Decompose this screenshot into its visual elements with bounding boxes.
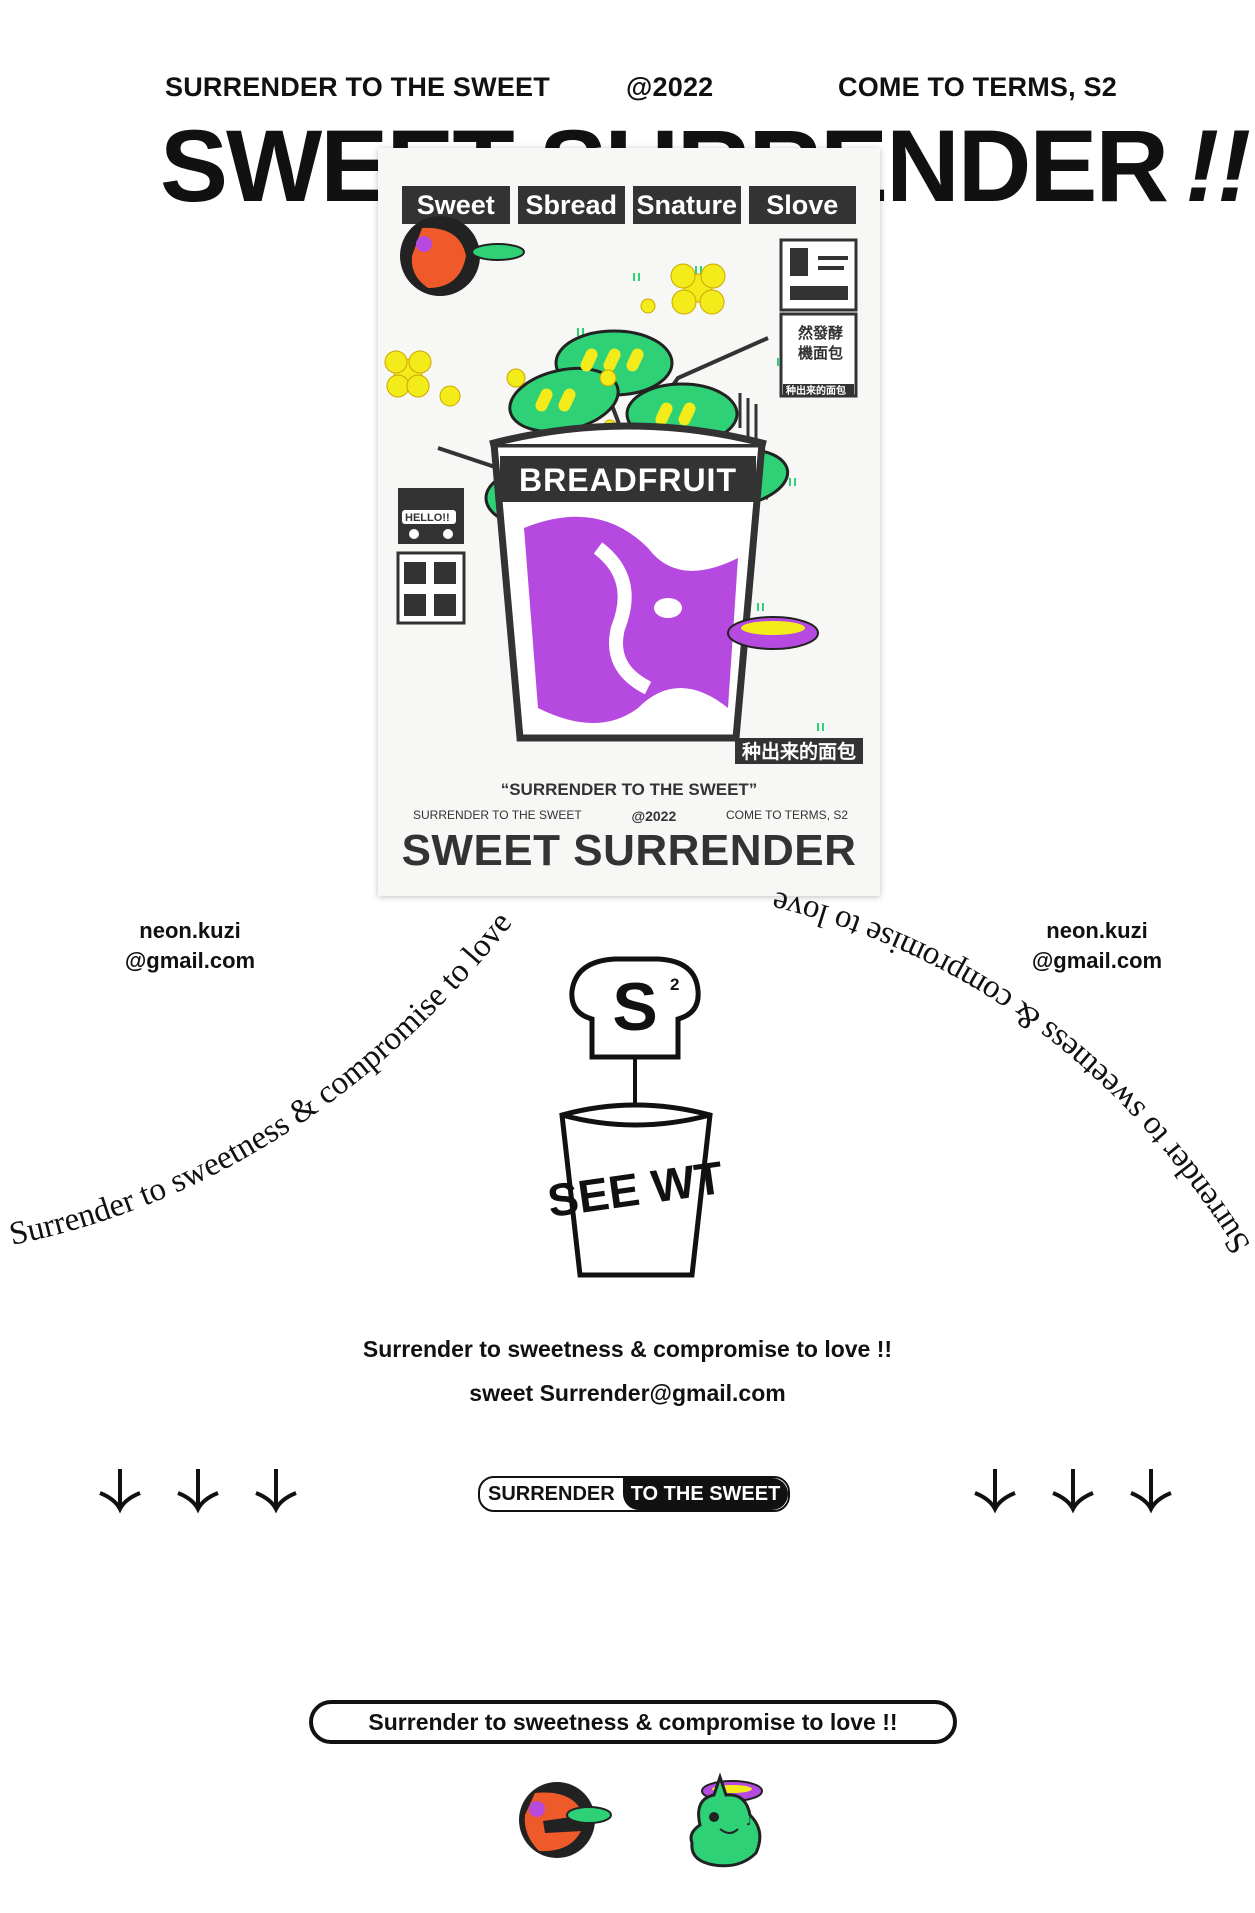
pill-right-text: TO THE SWEET <box>622 1478 789 1510</box>
bottom-tagline-pill: Surrender to sweetness & compromise to l… <box>309 1700 957 1744</box>
down-arrow-icon <box>99 1469 141 1514</box>
poster-illustration: BREADFRUIT 然發酵 機面包 种出来的面包 HELLO!! <box>384 216 863 764</box>
title-exclamation: !! <box>1185 109 1251 223</box>
logo-superscript: 2 <box>670 975 679 994</box>
hello-label: HELLO!! <box>405 512 450 524</box>
logo-letter: S <box>612 969 657 1045</box>
down-arrow-icon <box>255 1469 297 1514</box>
poster-footer-year: @2022 <box>631 808 677 824</box>
header-left-text: SURRENDER TO THE SWEET <box>165 72 550 102</box>
arc-text-left-path: Surrender to sweetness & compromise to l… <box>6 905 519 1253</box>
chinese-label-bg <box>735 738 863 764</box>
header-year: @2022 <box>626 72 714 102</box>
email-right-domain: @gmail.com <box>1031 948 1163 973</box>
surrender-pill: SURRENDER TO THE SWEET <box>478 1476 791 1512</box>
arc-text-left: Surrender to sweetness & compromise to l… <box>6 905 519 1253</box>
poster-footer-right: COME TO TERMS, S2 <box>725 808 848 822</box>
pot-label: BREADFRUIT <box>519 462 737 498</box>
monster-illustration <box>400 216 525 296</box>
poster-tab: Slove <box>748 186 856 224</box>
svg-text:♪: ♪ <box>746 1814 754 1828</box>
contact-email: sweet Surrender@gmail.com <box>469 1380 786 1406</box>
arc-text-layer: Surrender to sweetness & compromise to l… <box>6 884 1255 1260</box>
email-right-user: neon.kuzi <box>1046 918 1148 943</box>
info-card-top <box>779 238 858 312</box>
bread-logo-icon: S 2 SEE WT <box>544 956 726 1278</box>
info-card-chinese <box>779 312 858 398</box>
chinese-card-caption: 种出来的面包 <box>785 384 846 397</box>
poster-tab: Sbread <box>517 186 625 224</box>
poster: Sweet Sbread Snature Slove <box>378 148 880 896</box>
arc-text-right: Surrender to sweetness & compromise to l… <box>768 884 1255 1260</box>
info-card-hello <box>398 488 464 544</box>
fallen-bread <box>727 616 819 650</box>
arrow-group-left <box>99 1469 297 1514</box>
email-right: neon.kuzi @gmail.com <box>1012 916 1182 976</box>
arrow-group-right <box>974 1469 1172 1514</box>
poster-footer-title: SWEET SURRENDER <box>401 826 857 875</box>
poster-footer-left: SURRENDER TO THE SWEET <box>413 808 582 822</box>
header-right-text: COME TO TERMS, S2 <box>838 72 1117 102</box>
down-arrow-icon <box>1130 1469 1172 1514</box>
poster-tab: Snature <box>633 186 741 224</box>
poster-footer-row: SURRENDER TO THE SWEET @2022 COME TO TER… <box>413 808 848 824</box>
down-arrow-icon <box>974 1469 1016 1514</box>
email-left-domain: @gmail.com <box>124 948 256 973</box>
down-arrow-icon <box>177 1469 219 1514</box>
chinese-card-line: 機面包 <box>798 344 843 362</box>
green-creature-icon: ♪ <box>689 1772 763 1868</box>
pill-left-text: SURRENDER <box>488 1482 615 1505</box>
poster-tabs: Sweet Sbread Snature Slove <box>402 186 856 224</box>
info-card-icons <box>396 551 466 625</box>
arc-text-right-path: Surrender to sweetness & compromise to l… <box>768 884 1255 1260</box>
monster-icon <box>519 1782 612 1858</box>
down-arrow-icon <box>1052 1469 1094 1514</box>
breadfruit-pot <box>489 422 767 742</box>
tagline: Surrender to sweetness & compromise to l… <box>362 1336 893 1362</box>
chinese-label: 种出来的面包 <box>741 740 856 763</box>
chinese-card-line: 然發酵 <box>798 324 843 342</box>
poster-quote: “SURRENDER TO THE SWEET” <box>500 780 758 799</box>
email-left: neon.kuzi @gmail.com <box>105 916 275 976</box>
poster-tab: Sweet <box>402 186 510 224</box>
email-left-user: neon.kuzi <box>139 918 241 943</box>
